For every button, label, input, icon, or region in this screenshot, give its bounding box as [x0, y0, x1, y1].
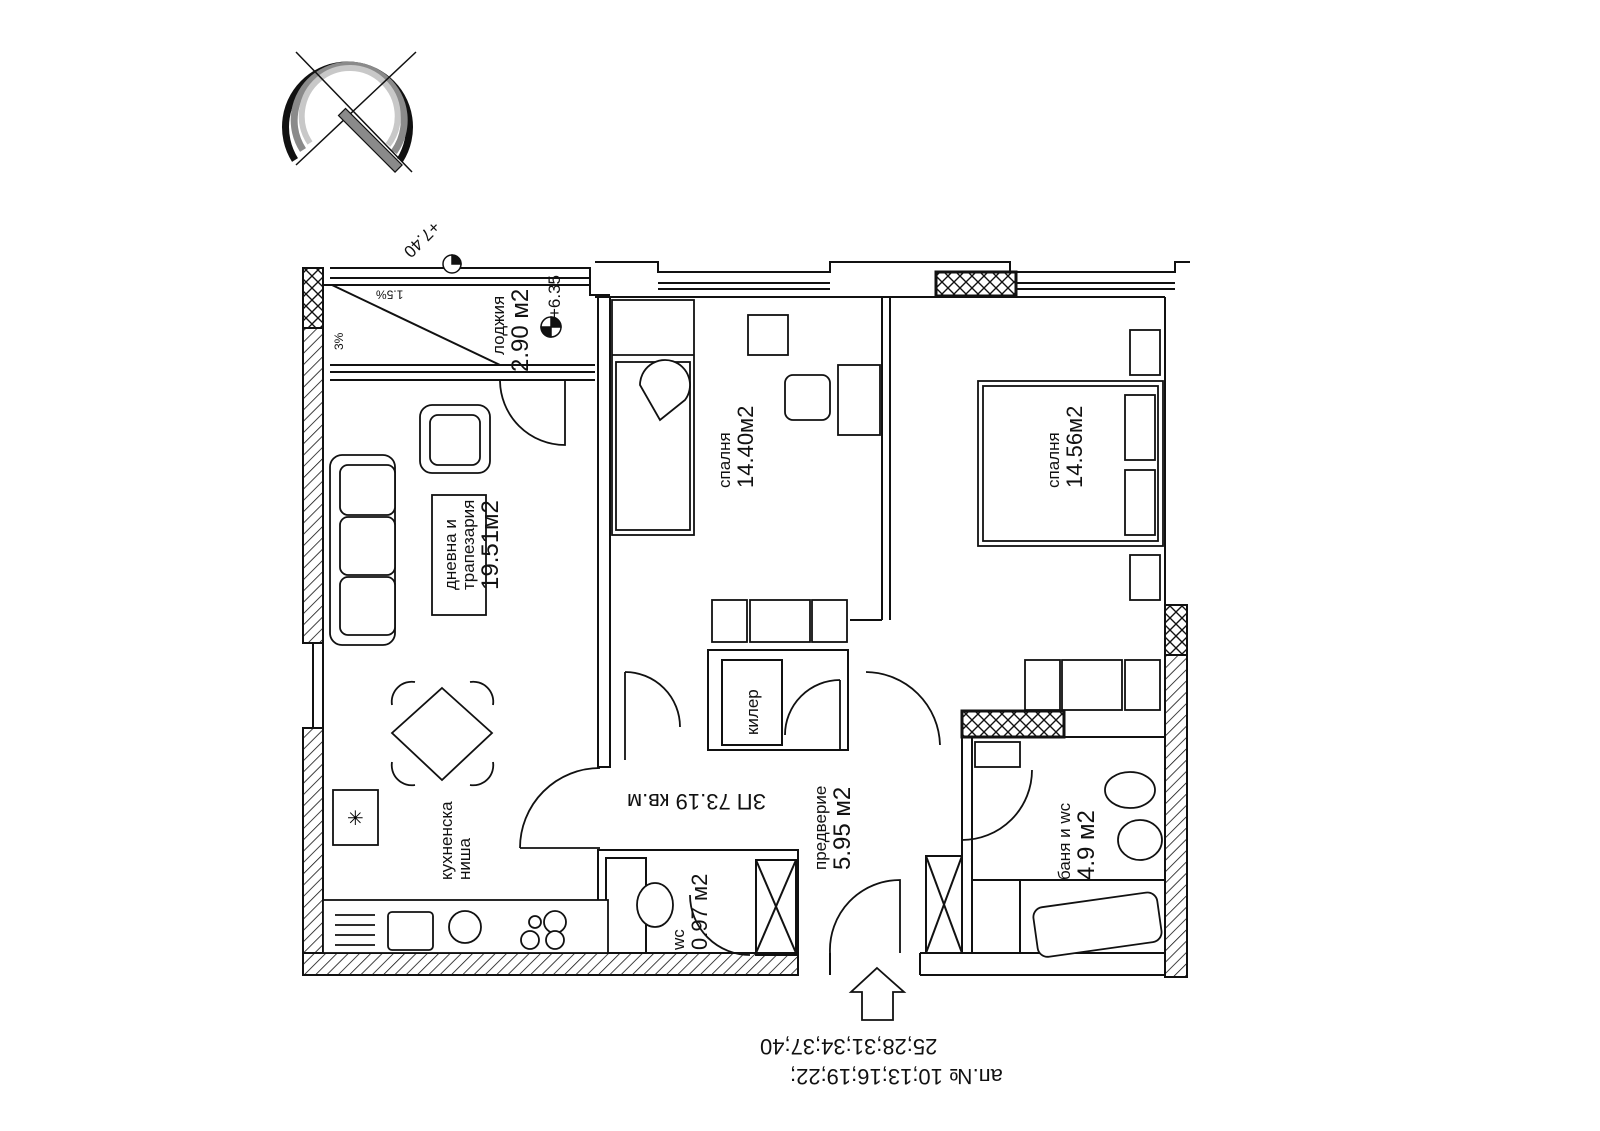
apartment-numbers-line1: ап.№ 10;13;16;19;22;: [790, 1064, 1003, 1090]
kitchen-counter: [322, 789, 609, 954]
armchair-icon: [419, 404, 491, 474]
dining-table-icon: [390, 680, 495, 787]
door-swings: [499, 379, 1033, 956]
room-label-living: дневна и трапезария 19.51м2: [441, 499, 504, 590]
room-label-hall: предверие 5.95 м2: [811, 785, 856, 870]
total-area-label: ЗП 73.19 кв.м: [627, 789, 766, 815]
coffee-table: [431, 494, 487, 616]
apartment-numbers-line2: 25;28;31;34;37;40: [760, 1034, 938, 1060]
bookshelf-icon: [711, 599, 1161, 711]
room-label-bedroom1: спалня 14.40м2: [715, 405, 758, 488]
room-area-loggia: 2.90 м2: [507, 288, 534, 372]
room-label-bedroom2: спалня 14.56м2: [1044, 405, 1087, 488]
level-loggia: +6.35: [545, 274, 564, 318]
level-marker-icon: [442, 254, 562, 338]
interior-walls: [312, 261, 1190, 976]
slope-horizontal: 1.5%: [376, 287, 404, 302]
north-compass-icon: [282, 51, 417, 173]
room-label-loggia: лоджия: [489, 295, 508, 355]
entrance-arrow-icon: [848, 966, 907, 1021]
slope-vertical: 3%: [332, 332, 346, 350]
bath-fixtures: [636, 741, 1163, 958]
room-label-bath: баня и wc 4.9 м2: [1055, 802, 1100, 880]
sofa-icon: [329, 454, 396, 646]
room-label-closet: килер: [743, 689, 762, 735]
fridge-icon: ✳: [347, 806, 364, 830]
single-bed-icon: [611, 299, 695, 536]
room-label-kitchen: кухненска ниша: [437, 801, 474, 880]
desk-icon: [747, 314, 881, 436]
room-label-wc: wc 0.97 м2: [669, 873, 712, 950]
double-bed-icon: [977, 329, 1164, 601]
